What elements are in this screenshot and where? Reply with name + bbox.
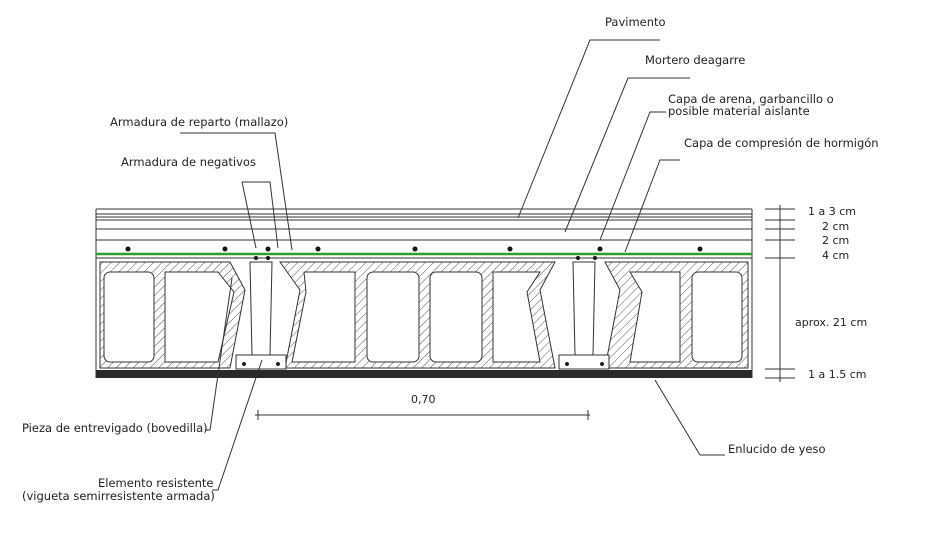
dim-2: 2 cm [822,220,850,233]
label-armadura-negativos: Armadura de negativos [121,155,256,169]
dim-5: aprox. 21 cm [795,316,868,329]
dim-3: 2 cm [822,234,850,247]
rebar-dots [125,246,703,260]
label-armadura-reparto: Armadura de reparto (mallazo) [110,115,289,129]
label-elemento-resistente-2: (vigueta semirresistente armada) [22,489,215,503]
dim-1: 1 a 3 cm [808,205,856,218]
leader-lines [180,39,725,491]
plaster-layer [96,370,752,378]
bovedilla-cells [103,271,743,363]
dim-6: 1 a 1.5 cm [808,368,867,381]
floor-layers [95,208,753,378]
dim-4: 4 cm [822,249,850,262]
label-pieza-entrevigado: Pieza de entrevigado (bovedilla) [22,421,208,435]
label-capa-arena-1: Capa de arena, garbancillo o [668,92,834,106]
label-capa-arena-2: posible material aislante [668,104,810,118]
dimension-chain [255,205,795,420]
label-enlucido: Enlucido de yeso [728,442,826,456]
label-capa-compresion: Capa de compresión de hormigón [684,136,879,150]
label-elemento-resistente-1: Elemento resistente [98,476,214,490]
dim-span: 0,70 [411,393,436,406]
label-mortero: Mortero deagarre [645,53,746,67]
label-pavimento: Pavimento [605,15,666,29]
